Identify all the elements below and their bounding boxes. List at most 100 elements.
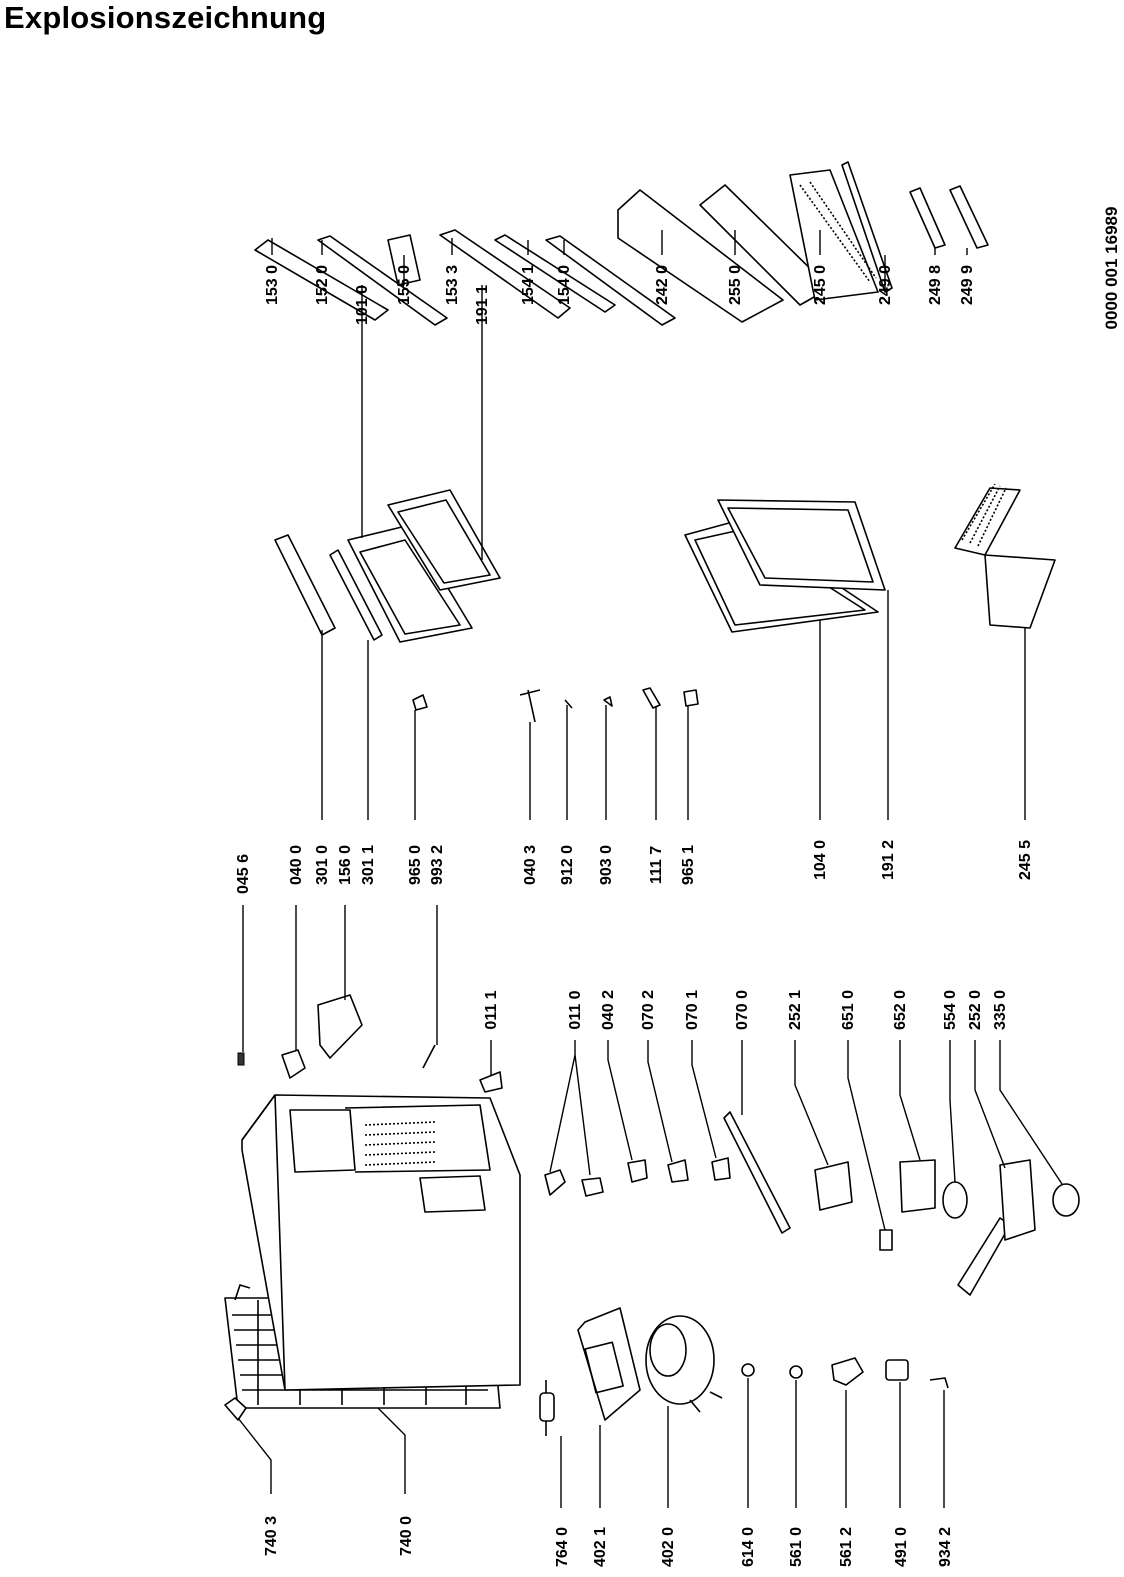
part-number-label: 255 0 [727,265,744,305]
part-number-label: 402 0 [660,1527,677,1567]
part-252-0-drawing [957,1217,1011,1296]
strip-070-0-drawing [723,1111,791,1234]
part-number-label: 252 1 [787,990,804,1030]
part-number-label: 153 3 [444,265,461,305]
part-number-label: 045 6 [235,854,252,894]
relay-561-2-drawing [831,1357,864,1386]
part-number-label: 156 0 [337,845,354,885]
part-number-label: 764 0 [554,1527,571,1567]
part-number-label: 561 0 [788,1527,805,1567]
part-number-label: 191 1 [474,285,491,325]
part-number-label: 070 2 [640,990,657,1030]
parts-illustration [224,161,1080,1436]
part-111-7-drawing [642,687,661,709]
part-614-drawing [741,1363,755,1377]
part-070-1-drawing [711,1157,731,1181]
profile-249-0-drawing [841,161,893,293]
part-040-3-drawing [519,689,541,723]
part-561-0-drawing [789,1365,803,1379]
part-number-label: 301 0 [314,845,331,885]
part-number-label: 993 2 [429,845,446,885]
bracket-740-3-drawing [224,1397,247,1421]
profile-301-1-drawing [329,549,383,641]
shelf-153-3-drawing [439,229,571,319]
part-number-label: 154 1 [520,265,537,305]
cabinet-drawing [241,1094,521,1391]
part-number-label: 903 0 [598,845,615,885]
part-number-label: 040 2 [600,990,617,1030]
part-number-label: 249 9 [959,265,976,305]
part-040-2-drawing [627,1159,648,1183]
part-number-label: 191 2 [880,840,897,880]
part-252-1-drawing [814,1161,853,1211]
part-number-label: 011 0 [567,990,584,1029]
part-number-label: 740 0 [398,1516,415,1556]
part-number-label: 561 2 [838,1527,855,1567]
page-title: Explosionszeichnung [4,0,327,35]
part-number-label: 740 3 [263,1516,280,1556]
crisper-242-drawing [617,189,784,323]
compressor-drawing [645,1315,715,1405]
part-number-label: 614 0 [740,1527,757,1567]
shelf-245-5-drawing [954,487,1021,556]
part-011-1-drawing [479,1071,503,1093]
part-070-2-drawing [667,1159,689,1183]
part-965-0-drawing [412,694,428,711]
part-number-label: 154 0 [556,265,573,305]
hinge-011-0-drawing [544,1169,566,1196]
part-934-drawing [929,1377,949,1389]
part-number-label: 152 0 [314,265,331,305]
part-number-label: 040 3 [522,845,539,885]
part-number-label: 252 0 [967,990,984,1030]
part-number-label: 111 7 [648,846,665,884]
leader-lines [237,230,1063,1508]
profile-040-0-drawing [274,534,336,636]
part-number-label: 011 1 [483,990,500,1029]
door-101-0-drawing [347,524,473,643]
part-number-label: 242 0 [654,265,671,305]
part-number-label: 934 2 [937,1527,954,1567]
part-number-label: 652 0 [892,990,909,1030]
part-number-labels: 740 3 740 0 764 0 402 1 402 0 614 0 561 0 561 2… [235,265,1034,1567]
part-number-label: 651 0 [840,990,857,1030]
document-number: 0000 001 16989 [1102,207,1121,330]
part-965-1-drawing [683,689,699,707]
drier-drawing [539,1392,555,1422]
part-number-label: 249 0 [877,265,894,305]
part-number-label: 245 0 [812,265,829,305]
grille-156-0-drawing [317,994,363,1059]
shelf-153-0-drawing [254,239,389,321]
shelf-152-0-drawing [317,235,448,326]
thermostat-652-drawing [899,1159,936,1213]
part-number-label: 965 1 [680,845,697,885]
part-number-label: 965 0 [407,845,424,885]
cover-402-1-drawing [577,1307,641,1421]
part-number-label: 491 0 [893,1527,910,1567]
spring-554-drawing [942,1181,968,1219]
part-number-label: 301 1 [360,845,377,885]
part-number-label: 070 0 [734,990,751,1030]
knob-335-drawing [1052,1183,1080,1217]
part-912-drawing [564,699,573,709]
part-number-label: 245 5 [1017,840,1034,880]
part-903-drawing [603,696,613,707]
part-number-label: 912 0 [559,845,576,885]
pin-011-0-drawing [581,1177,604,1197]
part-number-label: 335 0 [992,990,1009,1030]
part-651-drawing [879,1229,893,1251]
part-491-drawing [885,1359,909,1381]
part-249-8-drawing [909,187,946,249]
shelf-154-0-drawing [545,235,676,326]
part-number-label: 402 1 [592,1527,609,1567]
part-number-label: 249 8 [927,265,944,305]
part-number-label: 070 1 [684,990,701,1030]
part-045-6-drawing [237,1052,245,1066]
part-993-2-drawing [422,1044,436,1069]
part-number-label: 554 0 [942,990,959,1030]
part-number-label: 153 0 [264,265,281,305]
part-number-label: 104 0 [812,840,829,880]
part-249-9-drawing [949,185,989,249]
part-number-label: 155 0 [396,265,413,305]
part-number-label: 101 0 [354,285,371,325]
